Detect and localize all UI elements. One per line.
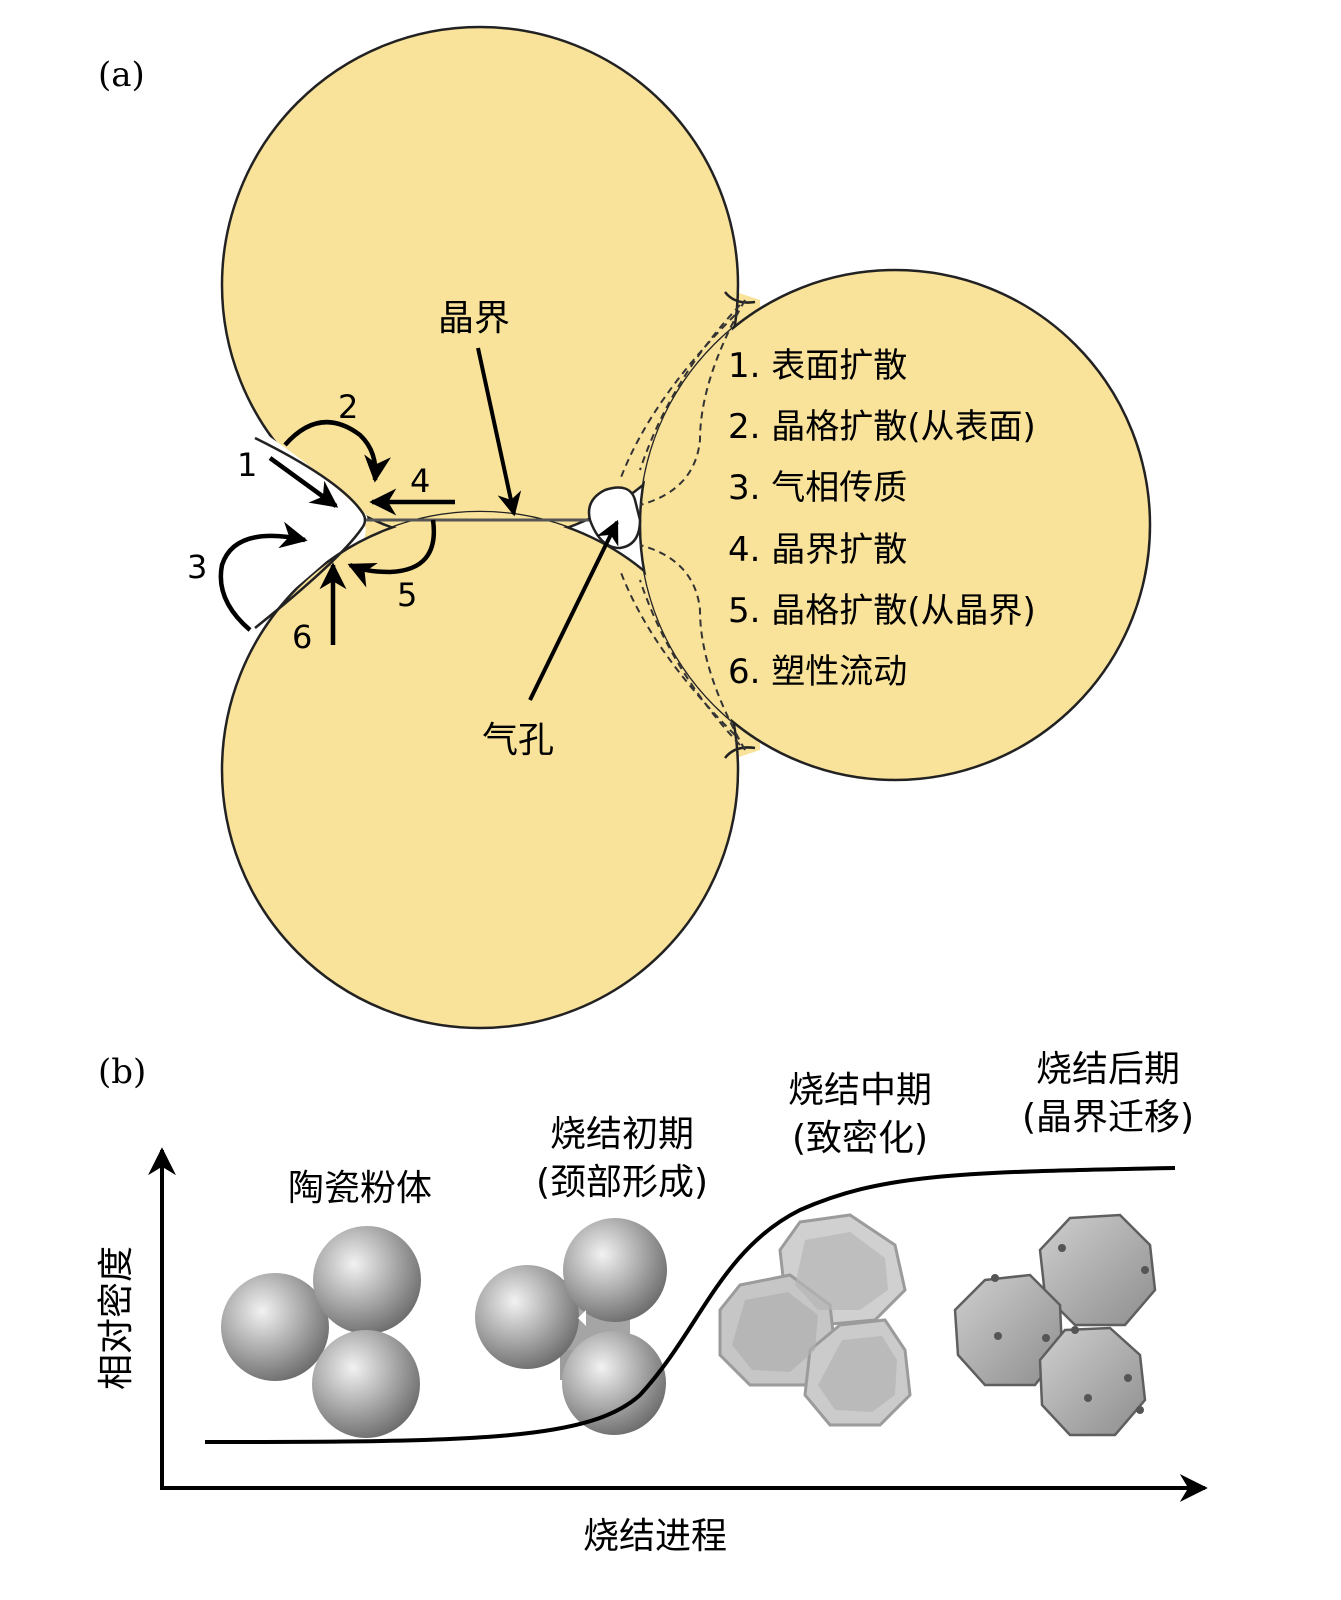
stage-densification — [718, 1213, 912, 1427]
left-neck-outline — [254, 436, 367, 629]
sphere — [221, 1273, 329, 1381]
right-neck-bottom — [724, 746, 756, 759]
stage-neck-formation — [475, 1218, 667, 1435]
stage-label-initial: 烧结初期 — [550, 1114, 694, 1155]
arrow-number-2: 2 — [338, 388, 358, 426]
sphere — [313, 1226, 421, 1334]
dashed-outlines — [619, 299, 746, 751]
arrow-number-4: 4 — [410, 462, 430, 500]
mechanism-item-1: 1. 表面扩散 — [728, 346, 907, 386]
grain-vertices — [991, 1244, 1149, 1414]
y-axis-label: 相对密度 — [96, 1246, 137, 1390]
mechanism-list: 1. 表面扩散 2. 晶格扩散(从表面) 3. 气相传质 4. 晶界扩散 5. … — [728, 346, 1036, 692]
sphere — [562, 1331, 666, 1435]
arrow-number-3: 3 — [187, 548, 207, 586]
polyhedron-face — [795, 1232, 888, 1310]
grain-boundary-pointer — [476, 347, 522, 517]
arrow-3 — [218, 521, 308, 632]
arrow-number-5: 5 — [397, 576, 417, 614]
sphere — [563, 1218, 667, 1322]
arrow-5 — [347, 519, 437, 588]
polyhedron-face — [818, 1336, 897, 1412]
stage-powder — [221, 1226, 421, 1438]
density-curve — [204, 1166, 1176, 1444]
mechanism-item-4: 4. 晶界扩散 — [728, 530, 907, 570]
stage-label-intermediate: 烧结中期 — [788, 1070, 932, 1111]
right-neck-top — [724, 291, 756, 304]
mechanism-item-5: 5. 晶格扩散(从晶界) — [728, 591, 1036, 631]
stage-label-final: 烧结后期 — [1036, 1049, 1180, 1090]
mechanism-item-2: 2. 晶格扩散(从表面) — [728, 407, 1036, 447]
grain-boundary-label: 晶界 — [438, 298, 510, 339]
mechanism-item-6: 6. 塑性流动 — [728, 652, 907, 692]
x-axis-label: 烧结进程 — [583, 1516, 727, 1557]
sphere — [475, 1265, 579, 1369]
stage-label-final-sub: (晶界迁移) — [1022, 1097, 1194, 1138]
stage-label-intermediate-sub: (致密化) — [792, 1118, 928, 1159]
mechanism-arrows — [218, 419, 455, 645]
pore-pointer — [528, 519, 619, 701]
polyhedron — [1038, 1326, 1147, 1437]
polyhedron — [1038, 1213, 1157, 1327]
stage-grain-migration — [953, 1213, 1157, 1437]
panel-a-label: (a) — [98, 55, 145, 95]
polyhedron-face — [732, 1292, 818, 1372]
stage-label-initial-sub: (颈部形成) — [536, 1162, 708, 1203]
pore-label: 气孔 — [482, 720, 554, 761]
arrow-2 — [283, 419, 392, 483]
polyhedron — [953, 1273, 1064, 1387]
stage-labels: 陶瓷粉体 烧结初期 (颈部形成) 烧结中期 (致密化) 烧结后期 (晶界迁移) — [288, 1049, 1194, 1209]
sphere — [312, 1330, 420, 1438]
arrow-number-6: 6 — [292, 618, 312, 656]
mechanism-item-3: 3. 气相传质 — [728, 468, 907, 508]
panel-b-label: (b) — [98, 1052, 146, 1092]
stage-label-powder: 陶瓷粉体 — [288, 1168, 432, 1209]
arrow-1 — [268, 456, 339, 508]
arrow-number-1: 1 — [237, 446, 257, 484]
arrow-numbers: 1 2 3 4 5 6 — [187, 388, 430, 656]
neck-pore — [578, 1310, 586, 1326]
particle-cluster — [220, 25, 1152, 1030]
